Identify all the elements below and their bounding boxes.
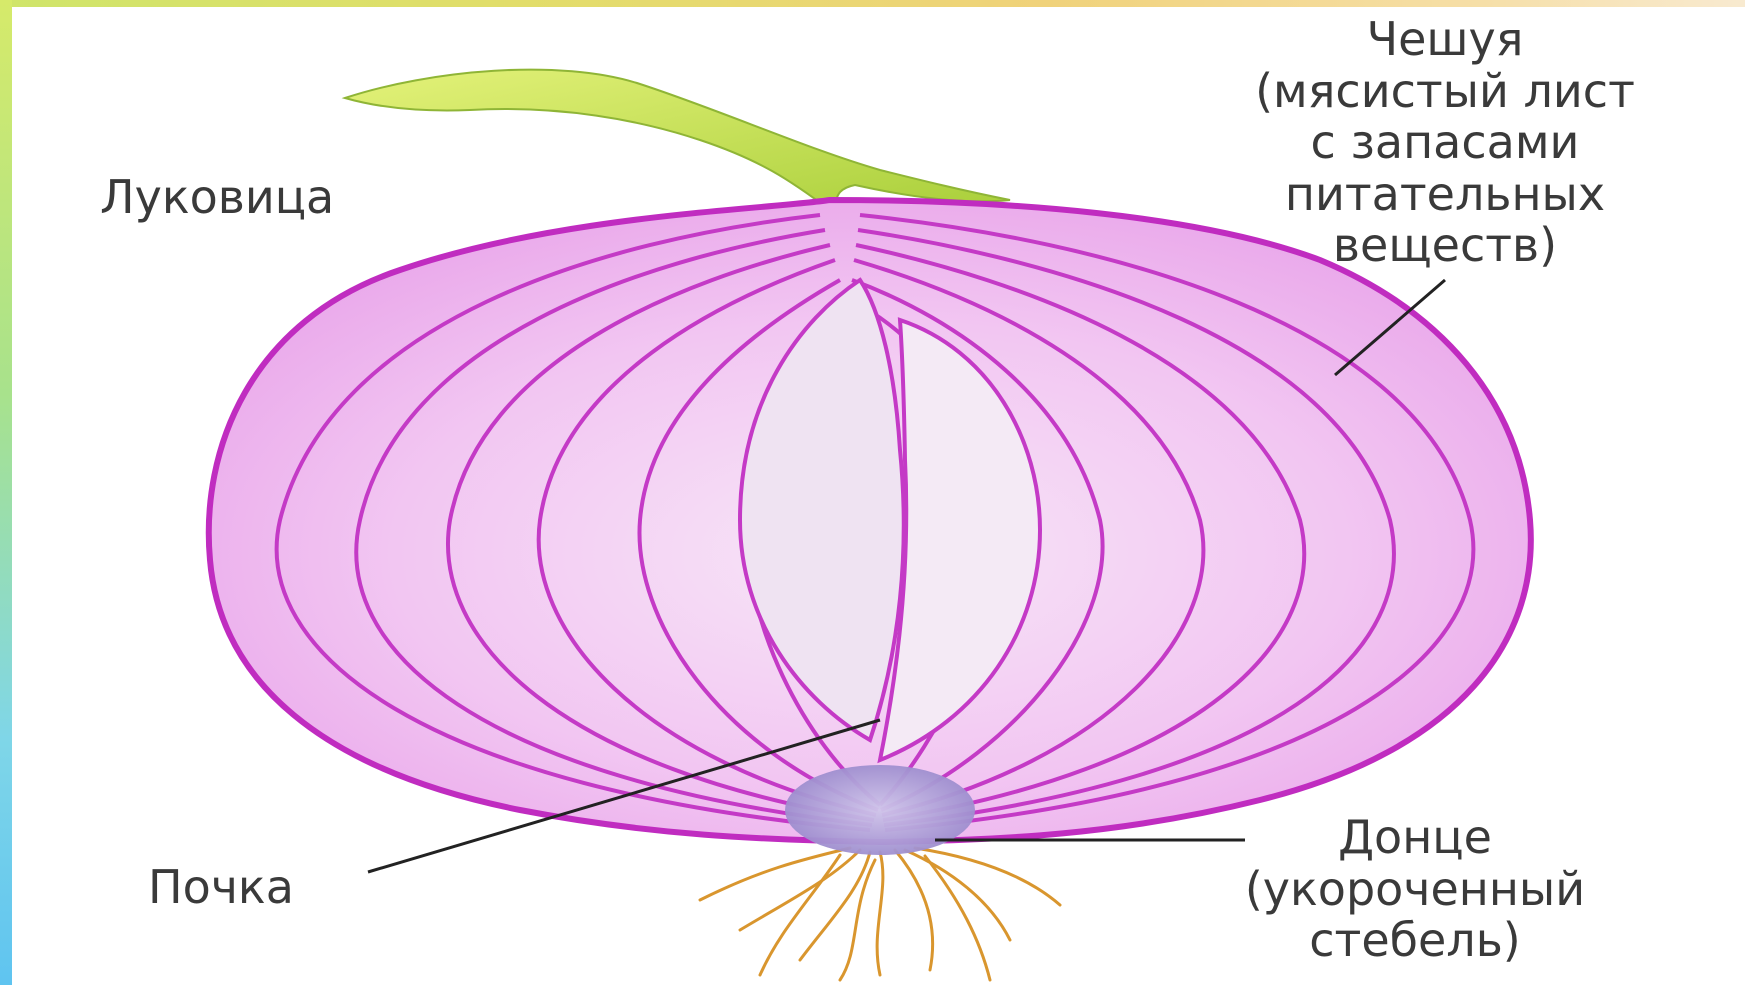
label-scale-line-3: с запасами [1160,117,1730,169]
label-bulb: Луковица [100,172,334,224]
label-basal-plate-line-3: стебель) [1165,915,1665,967]
label-scale: Чешуя (мясистый лист с запасами питатель… [1160,14,1730,272]
label-basal-plate: Донце (укороченный стебель) [1165,812,1665,967]
label-scale-line-1: Чешуя [1160,14,1730,66]
label-basal-plate-line-2: (укороченный [1165,864,1665,916]
label-scale-line-5: веществ) [1160,220,1730,272]
leaf-top [345,70,1010,210]
label-scale-line-2: (мясистый лист [1160,66,1730,118]
label-scale-line-4: питательных [1160,169,1730,221]
roots [700,848,1060,980]
label-basal-plate-line-1: Донце [1165,812,1665,864]
label-bud: Почка [148,862,294,914]
